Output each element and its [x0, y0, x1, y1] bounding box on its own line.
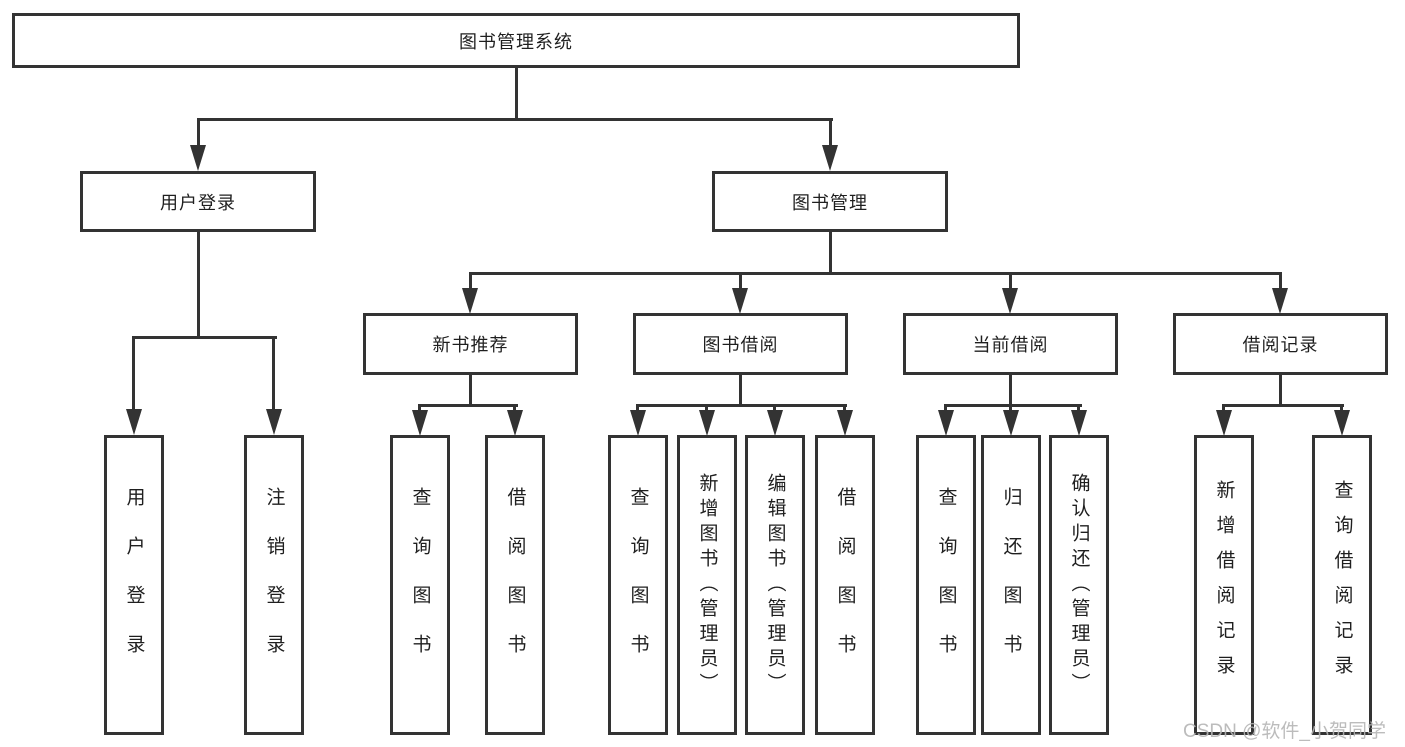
node-query-borrow-record: 查询借阅记录 [1312, 435, 1372, 735]
arrow-down-icon [412, 410, 428, 436]
arrow-down-icon [837, 410, 853, 436]
connector-book-management-stem [829, 232, 832, 275]
connector-level3-hline [469, 272, 1282, 275]
arrow-down-icon [732, 288, 748, 314]
arrow-down-icon [1003, 410, 1019, 436]
arrow-down-icon [1272, 288, 1288, 314]
node-query-books-borrowing: 查询图书 [608, 435, 668, 735]
node-label: 图书管理 [792, 192, 868, 213]
node-label: 用户登录 [123, 487, 145, 683]
connector-drop-current [1009, 272, 1012, 290]
connector-drop [1222, 404, 1225, 413]
node-library-management-system: 图书管理系统 [12, 13, 1020, 68]
node-add-books-admin: 新增图书（管理员） [677, 435, 737, 735]
connector-drop [773, 404, 776, 413]
node-user-login-leaf: 用户登录 [104, 435, 164, 735]
node-label: 新增图书（管理员） [696, 472, 718, 698]
node-label: 查询图书 [627, 487, 649, 683]
node-label: 编辑图书（管理员） [764, 472, 786, 698]
connector-drop [944, 404, 947, 413]
arrow-down-icon [1071, 410, 1087, 436]
connector-drop-logout-leaf [272, 336, 275, 412]
node-return-books: 归还图书 [981, 435, 1041, 735]
csdn-watermark: CSDN @软件_小贺同学 [1183, 721, 1386, 742]
connector-drop-records [1279, 272, 1282, 290]
arrow-down-icon [699, 410, 715, 436]
node-edit-books-admin: 编辑图书（管理员） [745, 435, 805, 735]
connector-drop [513, 404, 516, 413]
connector-borrowing-stem [739, 375, 742, 407]
node-book-management: 图书管理 [712, 171, 948, 232]
arrow-down-icon [507, 410, 523, 436]
connector-root-stem [515, 68, 518, 121]
connector-records-stem [1279, 375, 1282, 407]
connector-drop [1009, 404, 1012, 413]
connector-recommend-stem [469, 375, 472, 407]
connector-drop-book-management [829, 118, 832, 147]
node-query-books-current: 查询图书 [916, 435, 976, 735]
node-borrow-books-borrowing: 借阅图书 [815, 435, 875, 735]
arrow-down-icon [190, 145, 206, 171]
connector-drop [1340, 404, 1343, 413]
connector-drop [843, 404, 846, 413]
node-label: 确认归还（管理员） [1068, 472, 1090, 698]
connector-level2-hline [197, 118, 833, 121]
node-user-login: 用户登录 [80, 171, 316, 232]
connector-drop-borrowing [739, 272, 742, 290]
arrow-down-icon [266, 409, 282, 435]
node-label: 图书借阅 [702, 335, 779, 355]
node-label: 查询图书 [935, 487, 957, 683]
node-borrowing-records: 借阅记录 [1173, 313, 1388, 375]
connector-drop-user-login [197, 118, 200, 147]
connector-user-login-hline [133, 336, 277, 339]
connector-drop-recommend [469, 272, 472, 290]
node-label: 查询借阅记录 [1331, 480, 1353, 690]
node-logout-leaf: 注销登录 [244, 435, 304, 735]
connector-current-stem [1009, 375, 1012, 407]
node-label: 注销登录 [263, 487, 285, 683]
node-add-borrow-record: 新增借阅记录 [1194, 435, 1254, 735]
node-label: 新增借阅记录 [1213, 480, 1235, 690]
node-label: 归还图书 [1000, 487, 1022, 683]
arrow-down-icon [126, 409, 142, 435]
node-current-borrowing: 当前借阅 [903, 313, 1118, 375]
node-book-borrowing: 图书借阅 [633, 313, 848, 375]
connector-drop [1077, 404, 1080, 413]
arrow-down-icon [822, 145, 838, 171]
connector-drop [636, 404, 639, 413]
node-label: 图书管理系统 [459, 31, 573, 52]
node-label: 借阅图书 [504, 487, 526, 683]
node-label: 借阅记录 [1242, 335, 1319, 355]
connector-drop [705, 404, 708, 413]
connector-records-hline [1222, 404, 1344, 407]
node-borrow-books-recommend: 借阅图书 [485, 435, 545, 735]
node-label: 新书推荐 [432, 335, 509, 355]
node-query-books-recommend: 查询图书 [390, 435, 450, 735]
arrow-down-icon [630, 410, 646, 436]
connector-user-login-stem [197, 232, 200, 339]
connector-recommend-hline [418, 404, 518, 407]
node-label: 借阅图书 [834, 487, 856, 683]
node-new-book-recommendation: 新书推荐 [363, 313, 578, 375]
arrow-down-icon [1002, 288, 1018, 314]
arrow-down-icon [462, 288, 478, 314]
arrow-down-icon [767, 410, 783, 436]
node-label: 用户登录 [160, 192, 236, 213]
arrow-down-icon [1216, 410, 1232, 436]
connector-current-hline [944, 404, 1082, 407]
node-label: 查询图书 [409, 487, 431, 683]
node-confirm-return-admin: 确认归还（管理员） [1049, 435, 1109, 735]
node-label: 当前借阅 [972, 335, 1049, 355]
connector-drop-login-leaf [132, 336, 135, 412]
connector-drop [418, 404, 421, 413]
arrow-down-icon [1334, 410, 1350, 436]
arrow-down-icon [938, 410, 954, 436]
connector-borrowing-hline [636, 404, 847, 407]
